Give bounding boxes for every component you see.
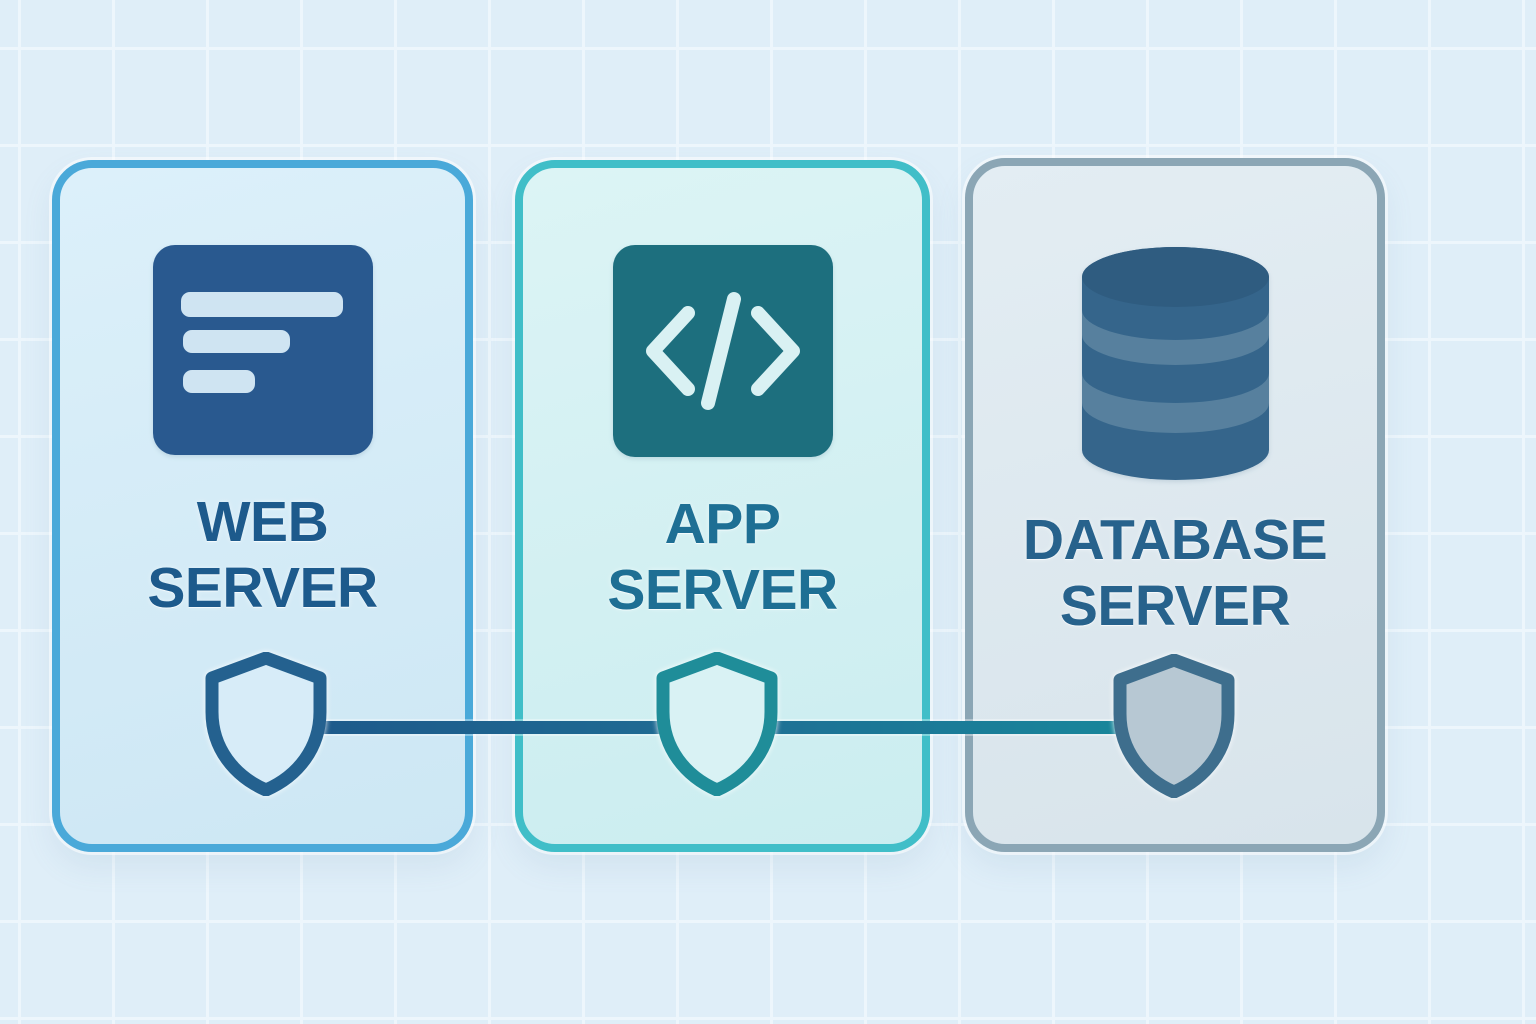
card-web-server: WEB SERVER: [52, 160, 473, 852]
card-title-line1: WEB: [196, 490, 329, 554]
browser-window-icon: [152, 245, 373, 455]
card-title-app-server: APP SERVER: [607, 491, 838, 623]
shield-icon: [205, 652, 327, 796]
database-icon: [1081, 247, 1269, 480]
card-title-line2: SERVER: [607, 558, 838, 622]
card-title-line1: DATABASE: [1022, 508, 1328, 572]
card-title-line2: SERVER: [1059, 574, 1291, 638]
card-title-line2: SERVER: [147, 556, 378, 620]
code-icon: [612, 245, 833, 457]
card-title-web-server: WEB SERVER: [147, 489, 378, 621]
shield-icon: [656, 652, 778, 796]
shield-icon: [1113, 654, 1235, 798]
card-database-server: DATABASE SERVER: [965, 158, 1385, 852]
card-title-database-server: DATABASE SERVER: [1022, 507, 1328, 639]
card-title-line1: APP: [664, 492, 781, 556]
